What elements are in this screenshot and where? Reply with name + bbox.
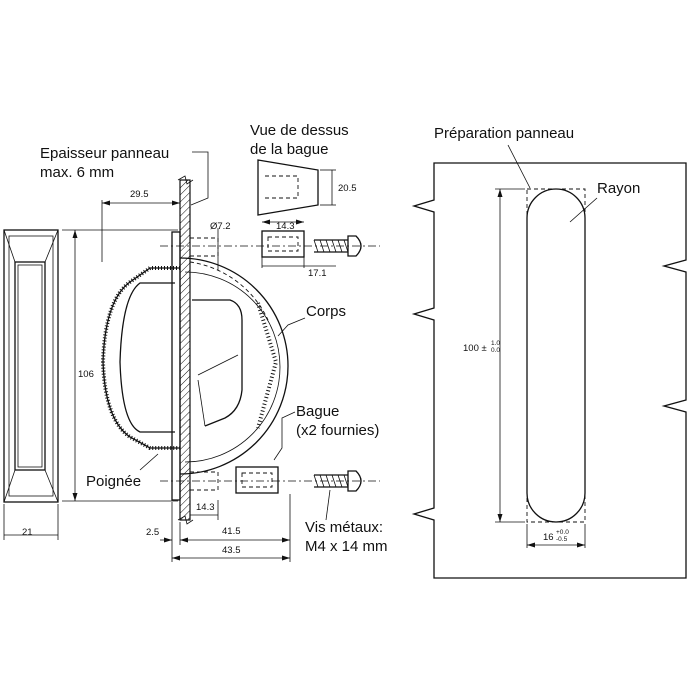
vis-label-line1: Vis métaux: <box>305 519 383 536</box>
dimension-29-5: 29.5 <box>101 189 180 262</box>
vue-label-line1: Vue de dessus <box>250 122 349 139</box>
dim-14-3-bottom-label: 14.3 <box>196 502 215 513</box>
body-callout: Corps <box>277 303 346 337</box>
handle-callout: Poignée <box>86 453 159 490</box>
vis-label-line2: M4 x 14 mm <box>305 538 388 555</box>
handle-front-view <box>3 229 59 503</box>
dim-16-tol-upper: +0.0 <box>556 529 569 536</box>
handle-side-view <box>100 257 289 475</box>
vue-label-line2: de la bague <box>250 141 328 158</box>
panel-thickness-callout: Epaisseur panneau max. 6 mm <box>40 145 209 206</box>
dim-20-5-label: 20.5 <box>338 183 357 194</box>
dim-7-2-label: Ø7.2 <box>210 221 231 232</box>
handle-flange <box>171 231 181 501</box>
bague-label-line1: Bague <box>296 403 339 420</box>
dimension-106: 106 <box>62 229 178 502</box>
rayon-label: Rayon <box>597 180 640 197</box>
dim-100-label: 100 ± <box>463 343 487 354</box>
bushing-top-view: Vue de dessus de la bague 20.5 <box>250 122 357 216</box>
preparation-label: Préparation panneau <box>434 125 574 142</box>
top-bushing-screw: Ø7.2 14.3 17.1 <box>160 219 380 279</box>
dim-29-5-label: 29.5 <box>130 189 149 200</box>
dim-41-5-label: 41.5 <box>222 526 241 537</box>
bushing-callout: Bague (x2 fournies) <box>273 403 379 461</box>
dim-16-label: 16 <box>543 532 554 543</box>
dim-14-3-top-label: 14.3 <box>276 221 295 232</box>
dim-100-tol-upper: 1.0 <box>491 340 500 347</box>
bague-label-line2: (x2 fournies) <box>296 422 379 439</box>
dim-100-tol-lower: 0.0 <box>491 347 500 354</box>
dim-17-1-label: 17.1 <box>308 268 327 279</box>
epaisseur-label-line2: max. 6 mm <box>40 164 114 181</box>
screw-callout: Vis métaux: M4 x 14 mm <box>305 489 388 555</box>
bottom-dimensions: 2.5 41.5 43.5 <box>146 494 291 562</box>
poignee-label: Poignée <box>86 473 141 490</box>
epaisseur-label-line1: Epaisseur panneau <box>40 145 169 162</box>
corps-label: Corps <box>306 303 346 320</box>
dim-43-5-label: 43.5 <box>222 545 241 556</box>
dim-106-label: 106 <box>78 369 94 380</box>
dim-16-tol-lower: -0.5 <box>556 536 568 543</box>
panel-preparation-view: Préparation panneau Rayon 100 ± 1.0 0.0 … <box>411 125 687 579</box>
bottom-bushing-screw: 14.3 <box>160 466 380 520</box>
dim-2-5-label: 2.5 <box>146 527 159 538</box>
dim-21-label: 21 <box>22 527 33 538</box>
dimension-21: 21 <box>3 504 59 540</box>
